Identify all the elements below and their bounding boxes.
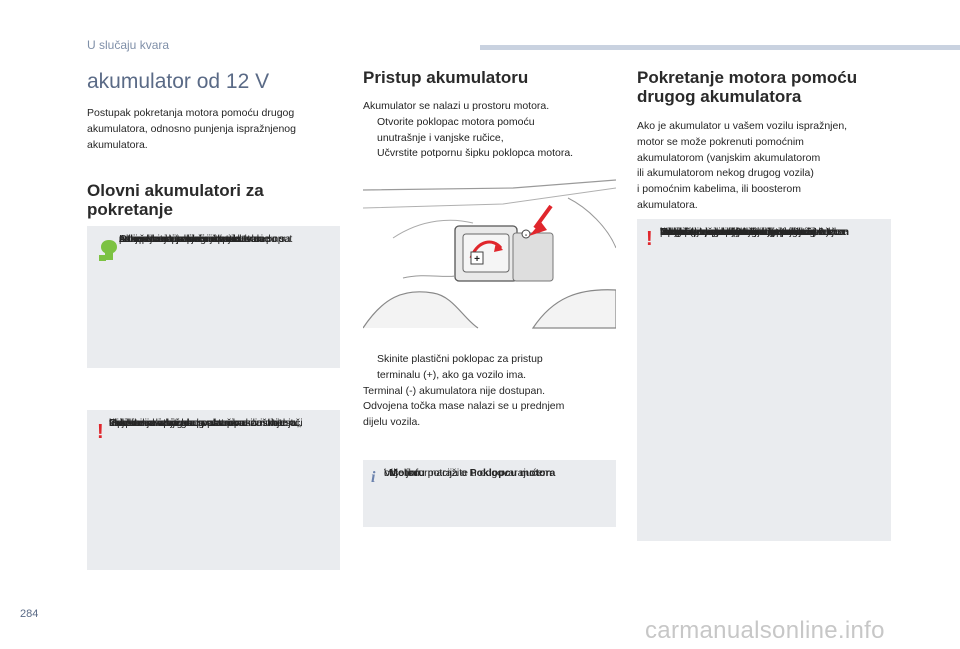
text-line: akumulatora od 24 V ili većeg napona. xyxy=(660,226,839,238)
text-line: punjača akumulatora. xyxy=(660,226,761,238)
text-line: Skinite plastični poklopac za pristup xyxy=(377,353,543,365)
text-line: Operite ruke nakon postupka. xyxy=(109,417,247,429)
heading-line: Olovni akumulatori za xyxy=(87,181,264,201)
text-line: prikupljanje takvog otpada. xyxy=(119,233,244,245)
text-line: Odvojena točka mase nalazi se u prednjem xyxy=(363,400,565,413)
section-title: U slučaju kvara xyxy=(87,38,170,52)
text-line: eksplozije i požara. xyxy=(109,417,199,429)
text-line: i minimalnog kapaciteta jednakog xyxy=(660,226,816,238)
text-line: akumulatora, odnosno punjenja ispražnjen… xyxy=(87,122,296,135)
info-box: i Više informacija o Poklopcu motora i M… xyxy=(363,460,616,527)
page-number: 284 xyxy=(20,608,39,620)
text-line: itd.). xyxy=(660,226,681,238)
text-line: zakonskim propisima i nikako se ne xyxy=(119,233,285,245)
text-line: vozilo mora biti na prozračivanom mjestu… xyxy=(109,417,303,429)
bullet-marker-icon xyxy=(363,352,377,384)
bold-term: Motoru xyxy=(389,467,425,479)
environment-note-box: Akumulatori sadrže štetne tvari poput su… xyxy=(87,226,340,368)
text-line: i Motoru potražite u odgovarajućem xyxy=(384,466,551,482)
intro-paragraph: Postupak pokretanja motora pomoću drugog… xyxy=(87,106,340,153)
text-line: daleko od otvorenog plamena ili iskrenja… xyxy=(109,417,300,429)
column-1: akumulator od 12 V Postupak pokretanja m… xyxy=(87,62,340,219)
bullet-open-hood: Otvorite poklopac motora pomoću unutrašn… xyxy=(363,115,616,147)
text-line: Nikada ne upotrebljavajte punjač xyxy=(660,226,813,238)
column-3: Pokretanje motora pomoću drugog akumulat… xyxy=(637,62,891,214)
bullet-remove-cover: Skinite plastični poklopac za pristup te… xyxy=(363,352,616,384)
text-line: odjeljku. xyxy=(384,467,423,479)
info-icon: i xyxy=(371,469,376,486)
text-line: smiju bacati u kućni otpad. xyxy=(119,233,243,245)
text-line: akumulatorom (vanjskim akumulatorom xyxy=(637,151,821,164)
text-line: akumulatora. xyxy=(87,138,148,151)
watermark-logo: carmanualsonline.info xyxy=(645,617,885,644)
text-line: Postupak pokretanja motora pomoću drugog xyxy=(87,107,295,120)
text-span: potražite u odgovarajućem xyxy=(424,467,552,479)
text-line: akumulatora. xyxy=(637,198,698,211)
bullet-marker-icon xyxy=(363,115,377,147)
text-line: unutrašnje i vanjske ručice, xyxy=(377,131,504,144)
text-line: kako bi se izbjegla svaka opasnost od xyxy=(109,417,286,429)
text-line: blizu pomičnih dijelova (ventilator, rem… xyxy=(660,226,850,238)
page-title: akumulator od 12 V xyxy=(87,70,270,93)
plus-terminal-sign: + xyxy=(474,254,480,265)
heading-line: drugog akumulatora xyxy=(637,87,802,107)
text-line: Istrošene baterije i akumulatore xyxy=(119,233,266,245)
column-2: Pristup akumulatoru Akumulator se nalazi… xyxy=(363,62,616,162)
text-line: Prilikom svakog zahvata na akumulatoru, xyxy=(109,417,301,429)
column-2-lower: Skinite plastični poklopac za pristup te… xyxy=(363,352,616,431)
text-line: dijelu vozila. xyxy=(363,416,421,428)
text-line: i pomoćnim kabelima, ili boosterom xyxy=(637,183,801,196)
heading-lead-acid: Olovni akumulatori za pokretanje xyxy=(87,181,340,219)
heading-jump-start: Pokretanje motora pomoću drugog akumulat… xyxy=(637,68,891,106)
text-line: dok motor radi. xyxy=(660,226,731,238)
text-line: Nikad ne pokrećite motor priključivanjem xyxy=(660,226,849,238)
heading-access: Pristup akumulatoru xyxy=(363,68,529,87)
recycle-hand-icon xyxy=(99,240,117,261)
text-line: akumulator nazivnog napona od 12 V xyxy=(660,226,834,238)
text-line: motor se može pokrenuti pomoćnim xyxy=(637,135,804,148)
heading-line: pokretanje xyxy=(87,200,173,220)
text-line: Oni se moraju zbrinjavati u skladu sa xyxy=(119,233,291,245)
text-line: terminalu (+), ako ga vozilo ima. xyxy=(377,368,527,381)
text-line: odnesite na posebno mjesto za xyxy=(119,233,265,245)
text-line: Ako je akumulator u vašem vozilu ispražn… xyxy=(637,120,848,133)
text-span: i xyxy=(384,467,390,479)
header-bar xyxy=(480,45,960,50)
text-line: Učvrstite potpornu šipku poklopca motora… xyxy=(377,147,574,160)
text-span: Više informacija o xyxy=(384,467,470,479)
warning-box-1: ! Prije rukovanja akumulatorom zaštitite… xyxy=(87,410,340,570)
warning-icon: ! xyxy=(97,421,104,443)
text-line: Terminal (-) akumulatora nije dostupan. xyxy=(363,384,546,397)
text-line: sumporne kiseline i olova. xyxy=(119,233,240,245)
bullet-marker-icon xyxy=(363,146,377,162)
bullet-hood-strut: Učvrstite potpornu šipku poklopca motora… xyxy=(363,146,616,162)
text-line: Osigurajte da pomoćni kabeli ne prolaze xyxy=(660,226,848,238)
text-line: Prethodno provjerite je li pomoćni xyxy=(660,226,816,238)
bold-term: Poklopcu motora xyxy=(469,467,556,479)
text-line: Isključite sve električne potrošače u ob… xyxy=(660,226,846,238)
warning-box-2: ! Nikad ne pokrećite motor priključivanj… xyxy=(637,219,891,541)
text-line: Vozila se ne smiju doticati. xyxy=(660,226,784,238)
text-line: Akumulatori sadrže štetne tvari poput xyxy=(119,233,293,245)
access-intro: Akumulator se nalazi u prostoru motora. xyxy=(363,100,550,113)
text-line: Više informacija o Poklopcu motora xyxy=(384,466,555,482)
warning-icon: ! xyxy=(646,228,653,250)
text-line: i lice. xyxy=(109,417,133,429)
text-line: ispražnjenom akumulatoru. xyxy=(660,226,787,238)
text-line: Otvorite poklopac motora pomoću xyxy=(377,115,535,128)
text-line: Ne odspajajte stezaljku (+) akumulatora xyxy=(660,226,845,238)
text-line: Prije rukovanja akumulatorom zaštitite o… xyxy=(109,417,303,429)
jump-start-intro: Ako je akumulator u vašem vozilu ispražn… xyxy=(637,119,891,214)
heading-line: Pokretanje motora pomoću xyxy=(637,68,858,87)
text-line: vozila (autoradio, brisači, svjetla itd.… xyxy=(660,226,833,238)
minus-terminal-sign: - xyxy=(525,232,528,239)
text-line: ili akumulatorom nekog drugog vozila) xyxy=(637,167,814,180)
battery-illustration: + - xyxy=(363,178,616,338)
